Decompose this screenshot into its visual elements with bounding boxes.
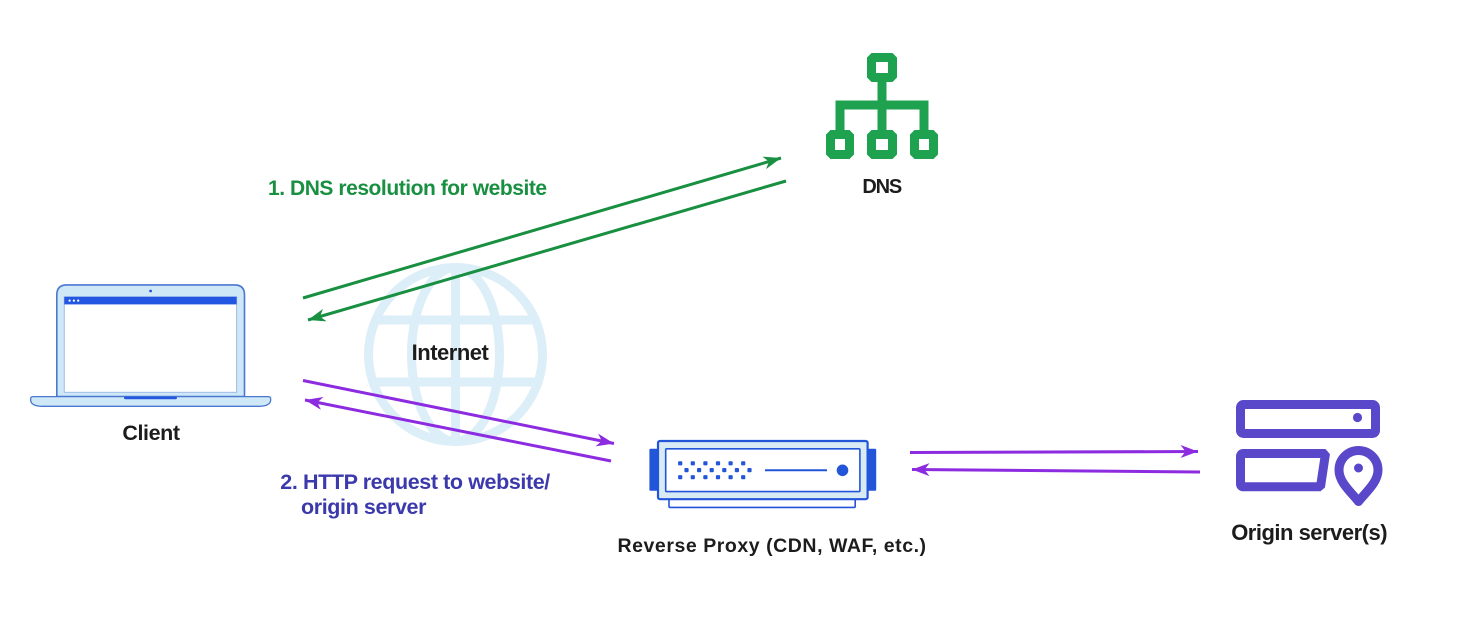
origin-server-icon: [1236, 400, 1383, 506]
laptop-base: [29, 395, 272, 407]
laptop-camera-dot: [149, 289, 153, 293]
reverse-proxy-icon: [649, 439, 877, 509]
reverse-proxy-label: Reverse Proxy (CDN, WAF, etc.): [617, 535, 927, 558]
step1-flow-label: 1. DNS resolution for website: [268, 177, 547, 201]
origin-bottom-server: [1236, 449, 1330, 492]
origin-to-proxy-arrow: [911, 463, 1201, 477]
client-laptop-icon: [29, 284, 272, 407]
proxy-face: [664, 447, 861, 493]
internet-globe-icon: [364, 263, 547, 446]
proxy-vent-dots: [678, 461, 752, 480]
location-pin-dot: [1354, 463, 1363, 473]
dns-icon: [826, 53, 938, 159]
dns-label: DNS: [862, 176, 902, 199]
client-label: Client: [122, 421, 180, 446]
step2-flow-label-line2: origin server: [301, 495, 427, 520]
dns-request-arrow: [302, 156, 782, 300]
laptop-screen: [63, 296, 238, 393]
location-pin-icon: [1334, 446, 1383, 506]
proxy-left-bracket: [649, 448, 659, 491]
browser-window-dots: [68, 299, 80, 302]
http-response-arrow: [304, 397, 612, 463]
internet-label: Internet: [411, 339, 489, 365]
dns-response-arrow: [307, 179, 787, 322]
http-request-arrow: [302, 379, 615, 447]
proxy-to-origin-arrow: [909, 445, 1199, 459]
laptop-browser-bar: [64, 296, 237, 305]
step2-flow-label-line1: 2. HTTP request to website/: [280, 469, 550, 494]
proxy-indicator-dot: [836, 464, 849, 477]
origin-top-server-dot: [1352, 412, 1363, 423]
laptop-trackpad-notch: [124, 396, 177, 400]
origin-label: Origin server(s): [1231, 519, 1388, 545]
proxy-right-bracket: [867, 448, 877, 491]
origin-top-server: [1236, 400, 1380, 438]
